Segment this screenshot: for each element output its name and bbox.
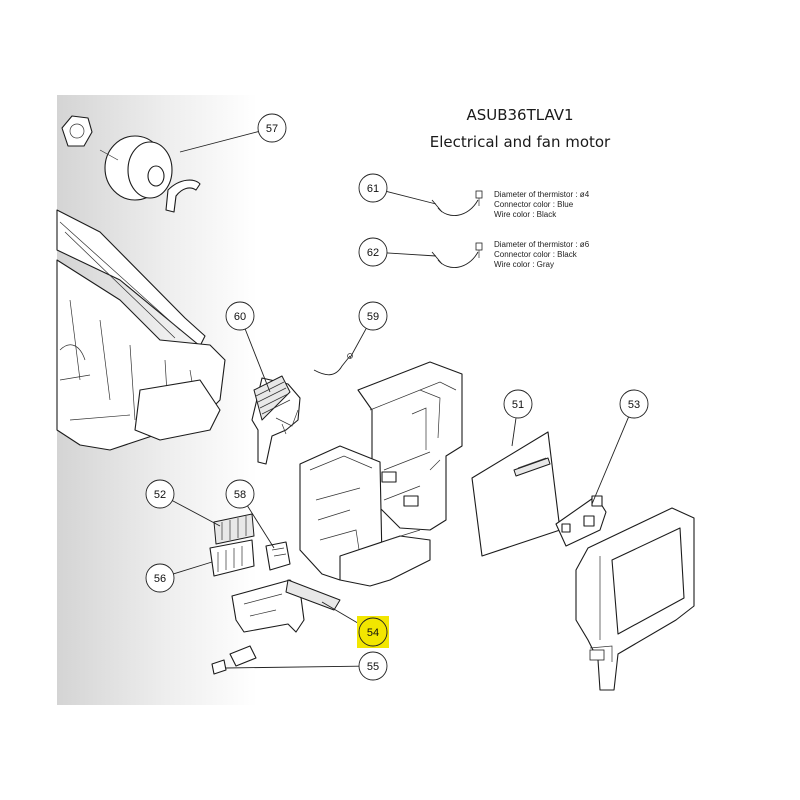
callout-number: 61 [367,183,379,195]
leader-line-54 [321,601,362,626]
callout-circle [145,479,175,509]
pcb-main-part [471,431,561,557]
leader-line-60 [244,328,271,393]
callout-60: 60 [225,301,255,331]
leader-line-52 [172,500,221,527]
callout-circle [225,301,255,331]
thermistor-62-sketch [431,242,483,268]
callout-61: 61 [358,173,388,203]
callout-54: 54 [357,616,389,648]
section-title: Electrical and fan motor [429,133,611,151]
thermistor-62-specs: Diameter of thermistor : ø6 Connector co… [494,240,589,270]
callout-51: 51 [503,389,533,419]
thermistor-61-sketch [431,190,483,216]
callout-number: 53 [628,399,640,411]
terminal-board-part [213,513,255,545]
callout-number: 56 [154,573,166,585]
callout-52: 52 [145,479,175,509]
control-box-cover-part [575,507,695,691]
leader-line-61 [386,191,437,205]
bracket-part [231,579,341,633]
callout-circle [145,563,175,593]
thermistor-61-diameter: Diameter of thermistor : ø4 [494,190,590,199]
terminal-block-part [209,539,255,577]
callout-circle [358,617,388,647]
leader-line-56 [173,561,213,575]
control-box-part [299,361,463,587]
leader-line-53 [591,416,629,505]
callout-circle [358,301,388,331]
relay-part [265,541,291,571]
callout-bubbles: 57 61 62 60 59 51 53 52 58 56 54 55 [145,113,649,681]
thermistor-61-connector: Connector color : Blue [494,200,574,209]
louver-connector-part [251,375,301,465]
thermistor-61-wire: Wire color : Black [494,210,557,219]
callout-number: 58 [234,489,246,501]
callout-number: 62 [367,247,379,259]
sensor-wire-part [313,353,353,376]
leader-line-57 [179,131,259,153]
model-number-title: ASUB36TLAV1 [466,106,574,124]
leader-line-59 [349,328,367,359]
pcb-sub-part [555,495,607,547]
leader-line-51 [511,417,517,447]
callout-circle [225,479,255,509]
callout-circle [358,237,388,267]
callout-55: 55 [358,651,388,681]
callout-number: 57 [266,123,278,135]
leader-line-58 [247,505,275,549]
leader-lines [172,131,629,669]
callout-circle [619,389,649,419]
thermistor-62-connector: Connector color : Black [494,250,577,259]
callout-62: 62 [358,237,388,267]
callout-circle [257,113,287,143]
callout-circle [358,651,388,681]
callout-number: 55 [367,661,379,673]
callout-circle [358,173,388,203]
callout-number: 59 [367,311,379,323]
callout-56: 56 [145,563,175,593]
thermistor-62-diameter: Diameter of thermistor : ø6 [494,240,590,249]
leader-line-62 [386,252,437,257]
fan-motor-part [61,115,201,213]
callout-number: 52 [154,489,166,501]
clip-part [211,645,257,675]
callout-number: 54 [367,627,379,639]
leader-line-55 [225,665,360,669]
callout-number: 60 [234,311,246,323]
callout-58: 58 [225,479,255,509]
callout-circle [503,389,533,419]
thermistor-61-specs: Diameter of thermistor : ø4 Connector co… [494,190,589,220]
thermistor-62-wire: Wire color : Gray [494,260,555,269]
unit-frame-part [56,209,226,451]
callout-53: 53 [619,389,649,419]
callout-number: 51 [512,399,524,411]
callout-57: 57 [257,113,287,143]
callout-59: 59 [358,301,388,331]
